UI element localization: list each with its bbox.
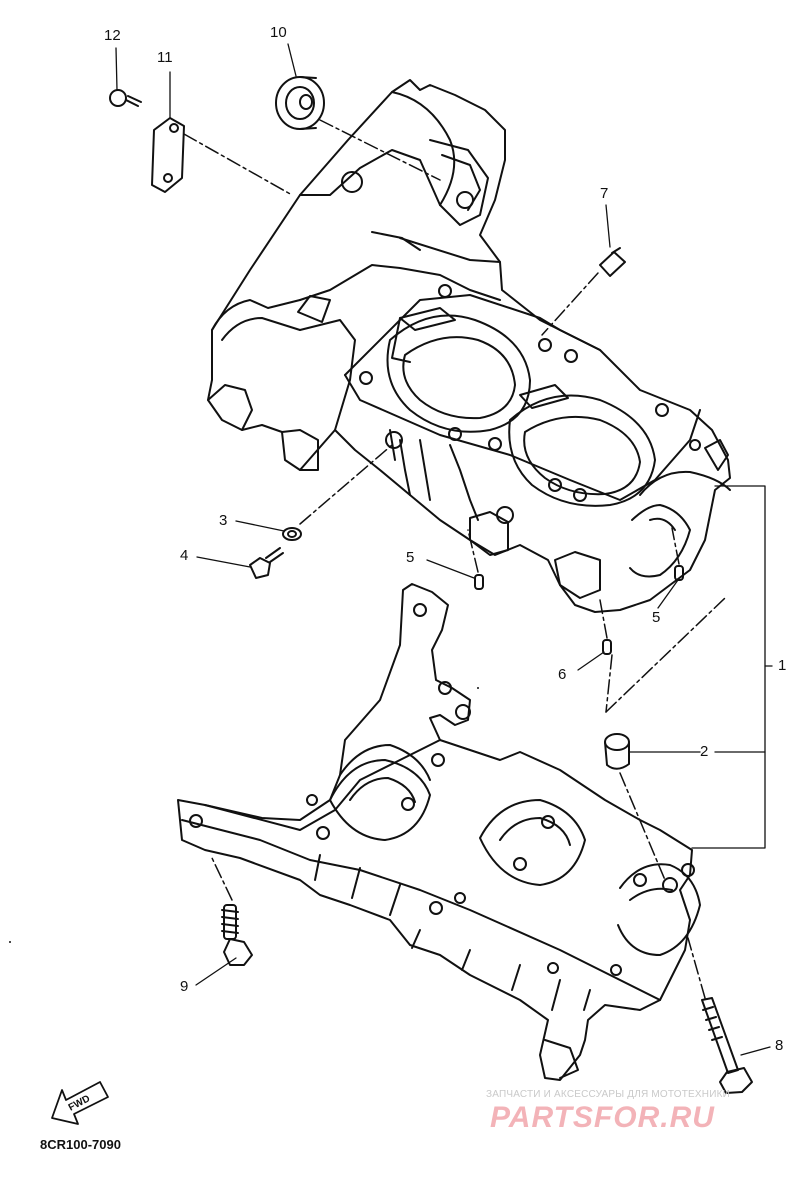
part-4-bolt bbox=[249, 547, 284, 579]
callout-1: 1 bbox=[778, 657, 787, 674]
callout-3: 3 bbox=[219, 512, 228, 529]
part-8-stud-bolt bbox=[701, 997, 753, 1094]
callout-12: 12 bbox=[104, 27, 121, 44]
part-5-pin-right bbox=[674, 565, 684, 581]
callout-8: 8 bbox=[775, 1037, 784, 1054]
part-3-washer bbox=[282, 527, 302, 541]
part-10-oil-seal bbox=[275, 76, 325, 130]
part-12-screw bbox=[109, 89, 142, 107]
part-7-dowel bbox=[599, 247, 626, 277]
part-9-bolt bbox=[221, 904, 253, 966]
assembly-lines bbox=[183, 119, 726, 999]
drawing-code: 8CR100-7090 bbox=[40, 1137, 121, 1152]
upper-crankcase bbox=[207, 79, 731, 613]
callout-4: 4 bbox=[180, 547, 189, 564]
callout-7: 7 bbox=[600, 185, 609, 202]
watermark-tagline: ЗАПЧАСТИ И АКСЕССУАРЫ ДЛЯ МОТОТЕХНИКИ bbox=[486, 1089, 731, 1100]
part-11-bracket bbox=[151, 117, 185, 193]
callout-6: 6 bbox=[558, 666, 567, 683]
watermark-logo: PARTSFOR.RU bbox=[490, 1101, 715, 1134]
callout-9: 9 bbox=[180, 978, 189, 995]
callout-10: 10 bbox=[270, 24, 287, 41]
callout-11: 11 bbox=[157, 49, 173, 66]
lower-crankcase bbox=[177, 583, 701, 1081]
leader-lines bbox=[115, 43, 773, 1056]
part-5-pin-left bbox=[474, 574, 484, 590]
callout-5-right: 5 bbox=[652, 609, 661, 626]
fwd-arrow-icon bbox=[51, 1081, 109, 1125]
callout-2: 2 bbox=[700, 743, 709, 760]
callout-5-left: 5 bbox=[406, 549, 415, 566]
part-2-knock-pin bbox=[604, 733, 630, 770]
part-6-pin bbox=[602, 639, 612, 655]
